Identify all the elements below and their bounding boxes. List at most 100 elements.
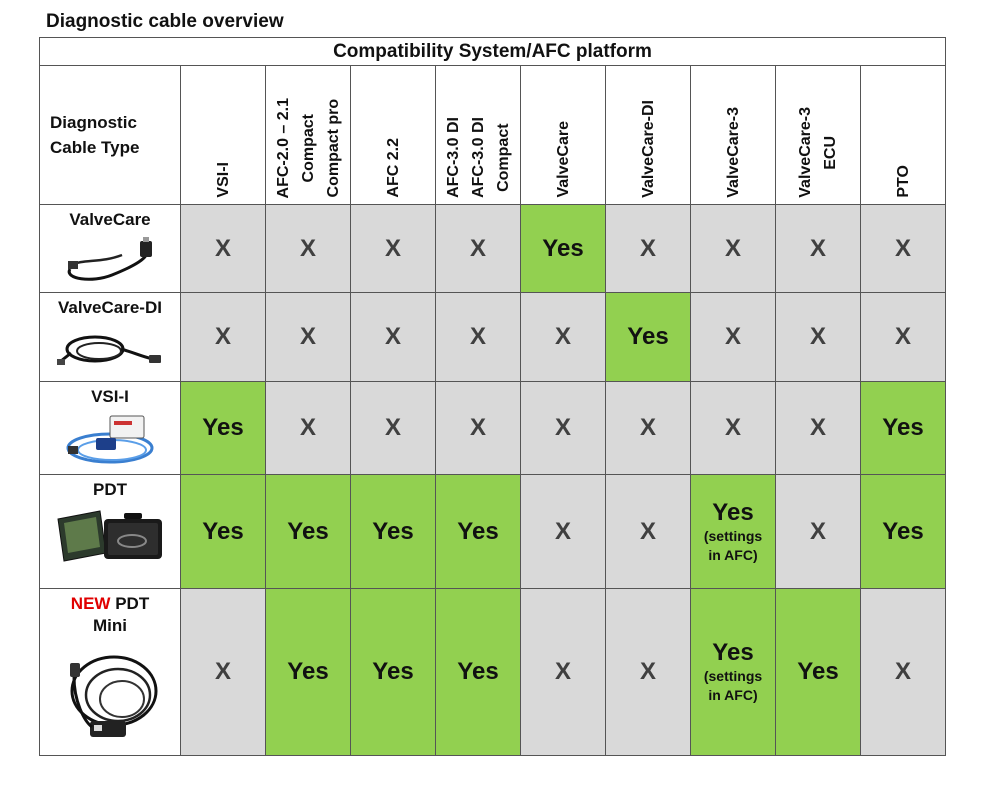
compatibility-mark: X bbox=[894, 658, 911, 685]
column-header-label: AFC 2.2 bbox=[381, 128, 406, 204]
incompatible-cell: X bbox=[605, 381, 691, 475]
column-header-label: ValveCare-DI bbox=[636, 90, 661, 204]
column-header-line: ValveCare-DI bbox=[639, 100, 657, 198]
compatibility-mark: X bbox=[299, 414, 316, 441]
column-header-line: ValveCare-3 bbox=[724, 107, 742, 198]
compatibility-mark: Yes bbox=[287, 658, 329, 685]
incompatible-cell: X bbox=[520, 588, 606, 756]
compatibility-mark: X bbox=[639, 234, 656, 262]
valvecare-cable-photo bbox=[40, 235, 180, 289]
incompatible-cell: X bbox=[690, 204, 776, 293]
column-header-line: Compact pro bbox=[324, 98, 342, 198]
compatibility-mark: X bbox=[214, 323, 231, 350]
cable-name-text: ValveCare-DI bbox=[58, 298, 162, 317]
compatibility-mark: Yes bbox=[882, 414, 924, 441]
column-header-line: AFC-2.0 – 2.1 bbox=[274, 97, 292, 198]
compatibility-mark: Yes bbox=[627, 323, 669, 350]
compatibility-mark: X bbox=[809, 323, 826, 350]
column-header: ValveCare-DI bbox=[605, 65, 691, 205]
incompatible-cell: X bbox=[690, 292, 776, 382]
incompatible-cell: X bbox=[605, 474, 691, 589]
incompatible-cell: X bbox=[690, 381, 776, 475]
compatibility-mark: Yes bbox=[882, 517, 924, 545]
incompatible-cell: X bbox=[265, 292, 351, 382]
incompatible-cell: X bbox=[605, 204, 691, 293]
incompatible-cell: X bbox=[860, 292, 946, 382]
column-header-label: ValveCare-3 bbox=[721, 97, 746, 204]
compatibility-mark: X bbox=[554, 658, 571, 685]
compatible-cell: Yes bbox=[775, 588, 861, 756]
incompatible-cell: X bbox=[435, 204, 521, 293]
compatibility-mark: Yes bbox=[287, 517, 329, 545]
corner-header-line-2: Cable Type bbox=[50, 138, 140, 157]
compatibility-mark: X bbox=[214, 234, 231, 262]
document-title: Diagnostic cable overview bbox=[46, 11, 284, 32]
compatible-cell: Yes bbox=[520, 204, 606, 293]
compatible-cell: Yes bbox=[860, 474, 946, 589]
compatible-cell: Yes bbox=[350, 474, 436, 589]
compatibility-note: (settings bbox=[703, 668, 763, 684]
column-header-line: AFC-3.0 DI bbox=[469, 117, 487, 198]
vsi-i-interface-photo bbox=[40, 412, 180, 474]
column-header-label: VSI-I bbox=[211, 152, 236, 204]
incompatible-cell: X bbox=[775, 204, 861, 293]
compatible-cell: Yes bbox=[180, 381, 266, 475]
row-header: ValveCare-DI bbox=[39, 292, 181, 382]
cable-name-text: PDT bbox=[115, 594, 150, 613]
compatibility-mark: X bbox=[299, 234, 316, 262]
compatibility-note: in AFC) bbox=[708, 687, 758, 703]
column-header-line: PTO bbox=[894, 165, 912, 198]
compatibility-mark: Yes bbox=[712, 498, 754, 526]
cable-name: ValveCare bbox=[40, 209, 180, 231]
compatible-cell: Yes bbox=[605, 292, 691, 382]
incompatible-cell: X bbox=[265, 204, 351, 293]
column-header: AFC 2.2 bbox=[350, 65, 436, 205]
compatible-cell: Yes bbox=[265, 588, 351, 756]
column-header-line: AFC 2.2 bbox=[384, 138, 402, 198]
column-header: PTO bbox=[860, 65, 946, 205]
compatibility-mark: Yes bbox=[457, 658, 499, 685]
cable-name: VSI-I bbox=[40, 386, 180, 408]
compatible-cell: Yes bbox=[435, 474, 521, 589]
column-header-line: AFC-3.0 DI bbox=[444, 117, 462, 198]
cable-name: ValveCare-DI bbox=[40, 297, 180, 319]
incompatible-cell: X bbox=[520, 474, 606, 589]
column-header-label: ValveCare bbox=[551, 111, 576, 204]
compatibility-mark: Yes bbox=[372, 658, 414, 685]
incompatible-cell: X bbox=[860, 588, 946, 756]
valvecare-di-cable-photo bbox=[40, 323, 180, 375]
incompatible-cell: X bbox=[350, 204, 436, 293]
compatibility-mark: Yes bbox=[457, 517, 499, 545]
column-header-line: ECU bbox=[822, 135, 839, 170]
compatibility-mark: X bbox=[469, 323, 486, 350]
compatibility-mark: Yes bbox=[202, 414, 244, 441]
pdt-case-photo bbox=[40, 505, 180, 571]
incompatible-cell: X bbox=[350, 381, 436, 475]
compatibility-mark: X bbox=[384, 323, 401, 350]
compatibility-mark: X bbox=[639, 517, 656, 545]
compatibility-mark: X bbox=[639, 414, 656, 441]
compatibility-mark: X bbox=[894, 323, 911, 350]
incompatible-cell: X bbox=[180, 204, 266, 293]
corner-header-line-1: Diagnostic bbox=[50, 113, 137, 132]
compatibility-mark: X bbox=[554, 414, 571, 441]
row-header: PDT bbox=[39, 474, 181, 589]
new-badge: NEW bbox=[70, 594, 111, 613]
compatibility-note: (settings bbox=[703, 527, 763, 544]
compatibility-mark: Yes bbox=[372, 517, 414, 545]
incompatible-cell: X bbox=[605, 588, 691, 756]
compatible-cell: Yes bbox=[860, 381, 946, 475]
compatible-cell: Yes bbox=[180, 474, 266, 589]
column-header: ValveCare bbox=[520, 65, 606, 205]
compatibility-mark: X bbox=[724, 323, 741, 350]
